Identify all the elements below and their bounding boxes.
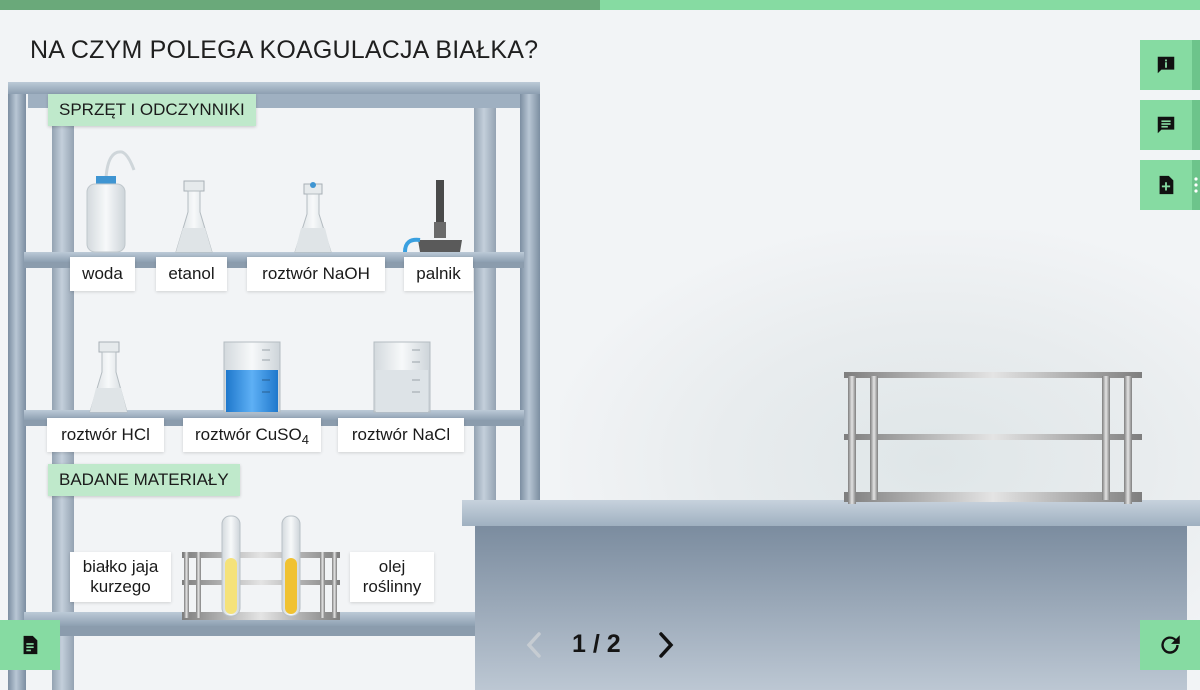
reset-button[interactable]: [1140, 620, 1200, 670]
label-cuso4-text: roztwór CuSO: [195, 425, 302, 444]
info-icon: [1157, 56, 1175, 74]
more-vertical-icon[interactable]: [1194, 177, 1198, 193]
label-burner[interactable]: palnik: [404, 257, 473, 291]
progress-bar: [0, 0, 1200, 10]
progress-fill: [0, 0, 600, 10]
label-water[interactable]: woda: [70, 257, 135, 291]
info-button-edge: [1192, 40, 1200, 90]
label-egg-line1: białko jaja: [82, 557, 159, 576]
notes-icon: [23, 635, 38, 655]
page-indicator: 1 / 2: [572, 630, 621, 658]
comment-button-edge: [1192, 100, 1200, 150]
chevron-left-icon[interactable]: [526, 631, 542, 659]
label-cuso4-subscript: 4: [301, 432, 309, 447]
add-note-icon: [1159, 175, 1174, 195]
bunsen-burner: [403, 180, 462, 253]
ethanol-flask: [175, 180, 213, 253]
label-hcl[interactable]: roztwór HCl: [47, 418, 164, 452]
section-label-materials: BADANE MATERIAŁY: [48, 464, 240, 496]
bench-rack: [844, 372, 1142, 504]
label-nacl[interactable]: roztwór NaCl: [338, 418, 464, 452]
add-note-button[interactable]: [1140, 160, 1200, 210]
naoh-flask: [294, 182, 332, 253]
label-oil-line2: roślinny: [362, 577, 422, 596]
page-title: NA CZYM POLEGA KOAGULACJA BIAŁKA?: [30, 36, 539, 64]
info-button[interactable]: [1140, 40, 1200, 90]
label-egg-line2: kurzego: [90, 577, 151, 596]
label-oil[interactable]: olej roślinny: [350, 552, 434, 602]
refresh-icon: [1161, 635, 1180, 654]
label-naoh[interactable]: roztwór NaOH: [247, 257, 385, 291]
chevron-right-icon[interactable]: [658, 631, 674, 659]
pager: 1 / 2: [520, 625, 690, 665]
comment-button[interactable]: [1140, 100, 1200, 150]
label-egg-white[interactable]: białko jaja kurzego: [70, 552, 171, 602]
wash-bottle: [86, 150, 136, 253]
comment-icon: [1157, 116, 1175, 134]
hcl-flask: [89, 341, 128, 413]
cuso4-beaker: [223, 341, 281, 413]
nacl-beaker: [373, 341, 431, 413]
label-oil-line1: olej: [378, 557, 406, 576]
label-ethanol[interactable]: etanol: [156, 257, 227, 291]
test-tube-rack: [182, 515, 340, 620]
notes-button[interactable]: [0, 620, 60, 670]
section-label-equipment: SPRZĘT I ODCZYNNIKI: [48, 94, 256, 126]
